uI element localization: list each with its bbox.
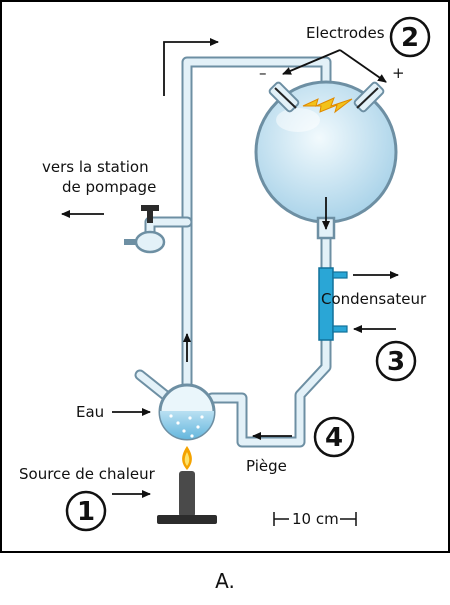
step-badge-3: 3 xyxy=(375,340,417,382)
label-vers-line1: vers la station xyxy=(42,158,149,176)
electrode-right xyxy=(353,81,385,113)
svg-text:4: 4 xyxy=(325,423,343,453)
label-plus: + xyxy=(392,64,405,82)
label-minus: – xyxy=(259,64,267,82)
burner xyxy=(157,446,217,524)
flow-arrows xyxy=(61,38,399,498)
pump-stopcock xyxy=(124,205,166,254)
label-eau: Eau xyxy=(76,403,104,421)
label-scale: 10 cm xyxy=(292,510,339,528)
figure-caption: A. xyxy=(215,569,235,593)
scale-bar xyxy=(273,512,357,526)
tube-return-to-flask xyxy=(206,230,332,448)
label-electrodes: Electrodes xyxy=(306,24,385,42)
arrow-top-flow xyxy=(163,38,219,96)
svg-text:3: 3 xyxy=(387,347,405,377)
spark xyxy=(302,97,353,114)
water-flask xyxy=(158,383,216,441)
label-piege: Piège xyxy=(246,457,287,475)
electrode-lead-left xyxy=(282,49,341,75)
electrode-lead-right xyxy=(339,49,387,83)
svg-text:2: 2 xyxy=(401,23,419,53)
step-badge-1: 1 xyxy=(65,490,107,532)
label-source: Source de chaleur xyxy=(19,465,156,483)
electrode-left xyxy=(268,81,300,113)
label-condensateur: Condensateur xyxy=(321,290,427,308)
condenser xyxy=(318,267,348,341)
step-badge-2: 2 xyxy=(389,16,431,58)
label-vers-line2: de pompage xyxy=(62,178,156,196)
step-badge-4: 4 xyxy=(313,416,355,458)
svg-text:1: 1 xyxy=(77,497,95,527)
diagram-frame xyxy=(0,0,450,553)
